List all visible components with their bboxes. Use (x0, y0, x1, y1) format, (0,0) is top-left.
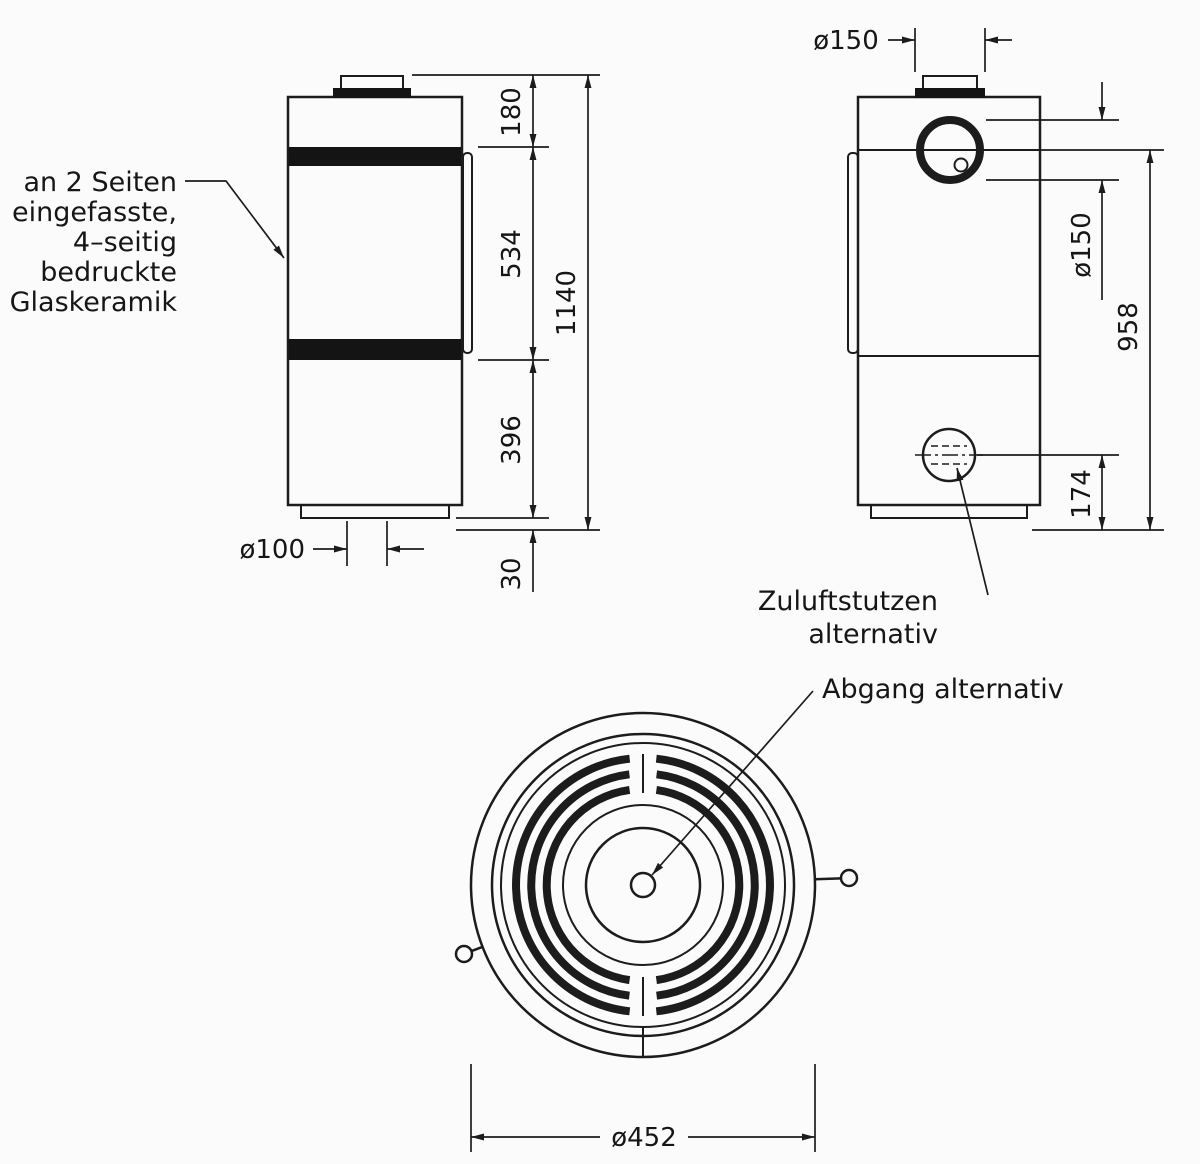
dim-side-inlet-center-height: 174 (1067, 469, 1097, 519)
side-view: ø150 ø150 958 174 Zuluftstutzen alternat… (758, 26, 1164, 650)
dim-front-total-height: 1140 (552, 270, 582, 336)
convection-ring-outer-right (655, 754, 774, 1016)
front-view: an 2 Seiten eingefasste, 4–seitig bedruc… (10, 74, 600, 592)
center-outlet-circle (629, 871, 657, 899)
right-handle-ring (839, 868, 859, 888)
dim-side-top-flue: ø150 (813, 26, 879, 56)
side-glass-strip-front (462, 152, 473, 354)
top-view: Abgang alternativ ø452 (454, 674, 1064, 1153)
rear-flue-outlet-circle (916, 116, 984, 184)
convection-ring-middle-right (656, 770, 759, 1000)
dim-front-base-outlet: ø100 (239, 535, 305, 565)
glass-note-line-4: bedruckte (40, 257, 177, 288)
convection-ring-inner-right (655, 785, 744, 985)
dim-top-outer-diameter: ø452 (611, 1123, 677, 1153)
flue-collar-flange-side (915, 88, 985, 98)
side-glass-strip-side (847, 152, 859, 354)
flue-collar-flange-front (333, 88, 411, 98)
dim-front-top-section: 180 (497, 87, 527, 137)
glass-note-line-3: 4–seitig (73, 227, 177, 258)
leader-line-abgang (651, 690, 814, 876)
glass-note-line-5: Glaskeramik (10, 287, 178, 318)
convection-ring-middle-left (527, 770, 630, 1000)
flue-collar-front (340, 75, 404, 90)
dim-side-rear-flue: ø150 (1067, 212, 1097, 278)
convection-ring-inner-left (542, 785, 631, 985)
flue-collar-side (922, 75, 978, 90)
leader-line-glass-note (185, 180, 285, 259)
dim-front-glass-section: 534 (497, 229, 527, 279)
left-handle-stem (471, 945, 484, 953)
right-handle-stem (814, 877, 842, 881)
leader-line-zuluft (956, 467, 989, 596)
dim-front-floor-gap: 30 (497, 557, 527, 590)
stove-body-side (856, 95, 1042, 507)
top-plate-inner-circle (584, 826, 702, 944)
dim-side-flue-center-height: 958 (1114, 302, 1144, 352)
abgang-note: Abgang alternativ (822, 674, 1064, 705)
glass-note-line-1: an 2 Seiten (23, 167, 177, 198)
zuluft-note-line-2: alternativ (808, 619, 938, 650)
glass-note-line-2: eingefasste, (12, 197, 177, 228)
base-plinth-front (300, 504, 450, 519)
dim-front-lower-section: 396 (497, 415, 527, 465)
zuluft-note-line-1: Zuluftstutzen (758, 586, 938, 617)
convection-ring-outer-left (512, 754, 631, 1016)
top-plate-circle (562, 804, 724, 966)
glass-band-bottom (289, 339, 461, 360)
glass-band-top (289, 147, 461, 166)
flue-outlet-detail (953, 157, 969, 173)
left-handle-ring (454, 944, 474, 964)
base-plinth-side (870, 504, 1028, 519)
